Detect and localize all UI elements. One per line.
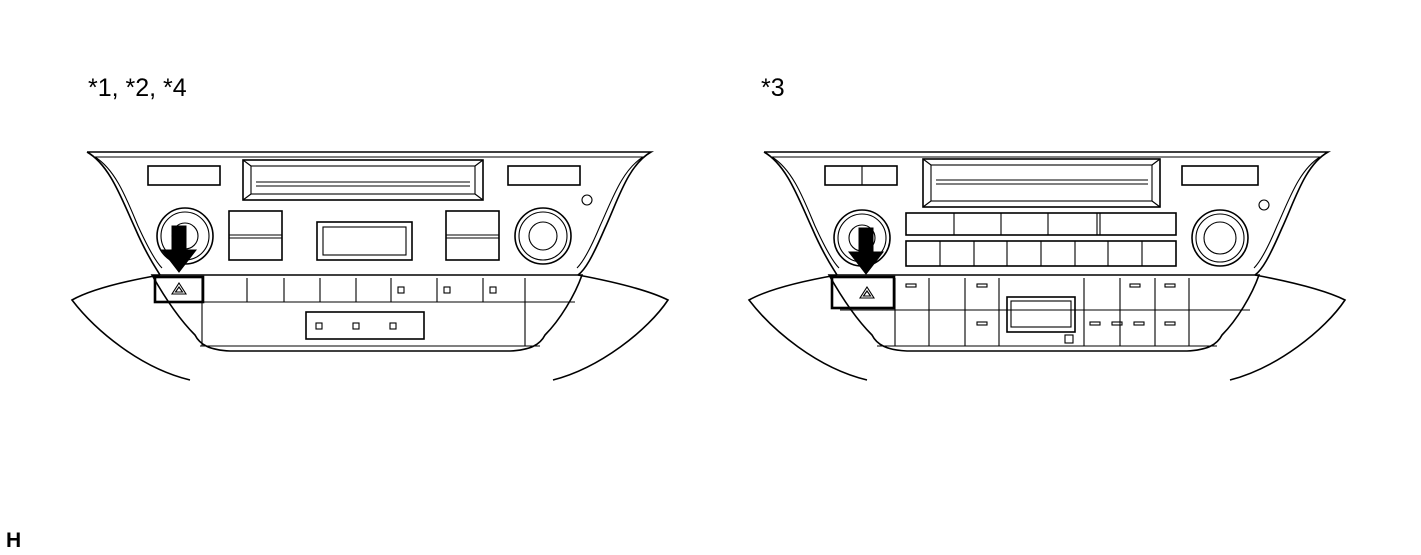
switch-module-base-right xyxy=(827,274,1261,352)
variant-label-right: *3 xyxy=(761,74,785,102)
bezel-outline-left xyxy=(86,151,655,276)
switch-module-base-left xyxy=(150,274,584,352)
hazard-switch-right xyxy=(830,275,896,310)
switch-grid-right xyxy=(894,278,1190,346)
hazard-switch-left xyxy=(153,275,205,304)
lower-trim-right-panel-right-wing xyxy=(1229,274,1347,381)
corner-code: H xyxy=(6,529,22,552)
lower-trim-right-panel-left-wing xyxy=(747,274,868,381)
cd-slot-left xyxy=(242,159,484,201)
indicator-hole-left xyxy=(581,194,593,206)
indicator-hole-right xyxy=(1258,199,1270,211)
switch-row-left xyxy=(201,278,526,346)
bezel-inner-right xyxy=(771,156,1322,269)
vent-right-a xyxy=(824,165,898,186)
hazard-switch-icon xyxy=(858,285,876,299)
vent-right-b xyxy=(1181,165,1259,186)
bezel-inner-left xyxy=(94,156,645,269)
hazard-switch-icon xyxy=(170,281,188,295)
panel-left xyxy=(70,151,670,381)
arrow-down-icon xyxy=(160,225,198,273)
button-rows-right xyxy=(905,212,1177,267)
vent-left-a xyxy=(147,165,221,186)
knob-right-tune xyxy=(1191,209,1249,267)
display-left xyxy=(316,221,413,261)
climate-button-strip-left xyxy=(305,311,425,340)
variant-label-left: *1, *2, *4 xyxy=(88,74,187,102)
lower-trim-right-wing xyxy=(552,274,670,381)
cd-slot-right xyxy=(922,158,1161,208)
lower-trim-left-wing xyxy=(70,274,191,381)
bezel-outline-right xyxy=(763,151,1332,276)
knob-left-tune xyxy=(514,207,572,265)
arrow-down-icon xyxy=(847,227,885,275)
climate-display-right xyxy=(1006,296,1076,333)
vent-left-b xyxy=(507,165,581,186)
panel-right xyxy=(747,151,1347,381)
